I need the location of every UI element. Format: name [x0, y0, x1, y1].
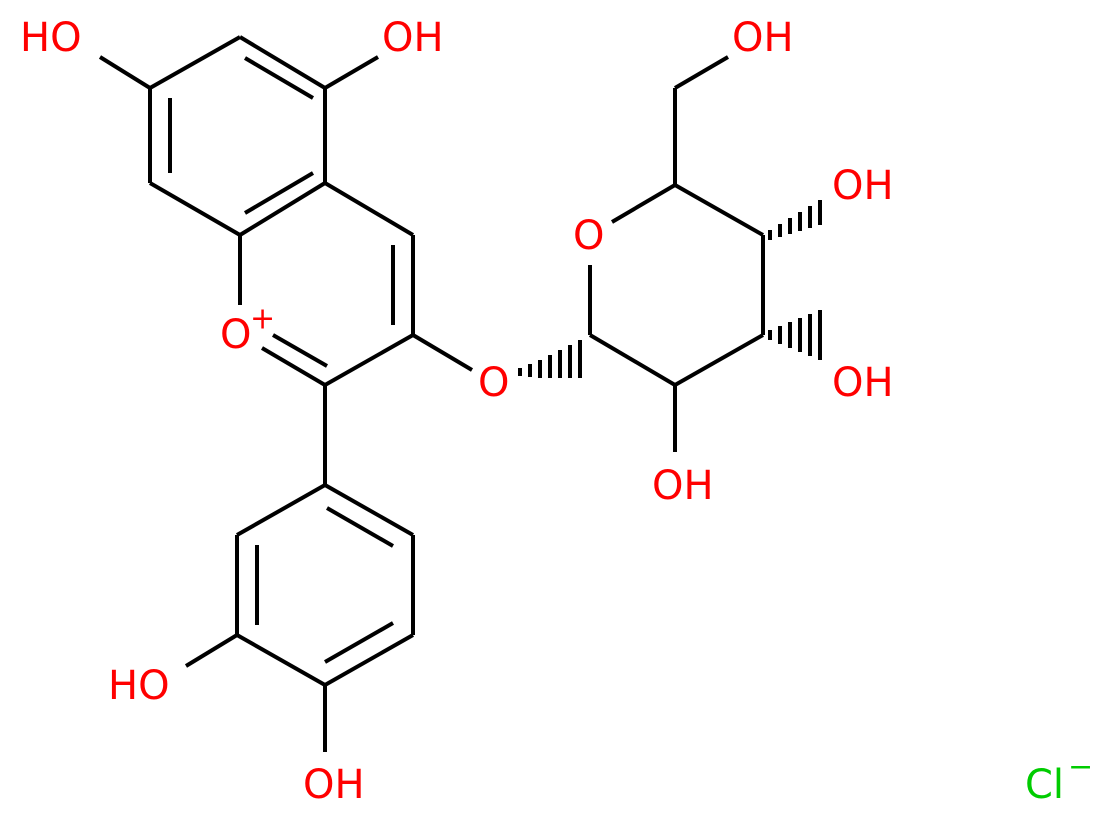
- bond-c4a-c8a-inner: [243, 171, 315, 215]
- bond-c2-c3: [324, 333, 414, 387]
- label-oh-bottom: OH: [303, 762, 365, 808]
- label-chloride-charge: −: [1068, 750, 1093, 785]
- hashed-wedge-c4-oh: [768, 200, 822, 240]
- bond-c4p-c5p: [324, 633, 414, 687]
- bond-c3s-c2s: [674, 333, 764, 387]
- bond-c6p-c1p: [324, 483, 414, 537]
- label-oh-sugar-lower-right: OH: [832, 360, 894, 406]
- bond-c6s-oh: [673, 55, 730, 90]
- bond-c5-oh: [323, 55, 380, 90]
- label-ho-bottom-left: HO: [108, 663, 170, 709]
- bond-c6p-c1p-inner: [326, 506, 394, 548]
- bond-c5s-c4s: [674, 183, 764, 237]
- label-oh-top-mid: OH: [382, 15, 444, 61]
- bond-c3p-oh: [184, 633, 239, 668]
- hashed-wedge-glycosidic: [518, 340, 582, 378]
- label-oh-sugar-bottom: OH: [652, 463, 714, 509]
- bond-c3-o-glyc: [411, 333, 474, 372]
- bond-c4a-c8a: [238, 181, 327, 237]
- bond-c7-c6: [149, 35, 241, 90]
- label-glycosidic-o: O: [478, 360, 509, 406]
- label-sugar-ring-o: O: [573, 213, 604, 259]
- label-oh-sugar-upper: OH: [832, 163, 894, 209]
- label-ho-top-left: HO: [20, 15, 82, 61]
- bond-c2s-c1s: [588, 333, 677, 387]
- bond-o1-c2: [260, 346, 327, 387]
- bond-c4-c4a: [323, 181, 415, 237]
- bond-c6-c5-inner: [243, 56, 315, 100]
- bond-c3p-c4p: [236, 633, 326, 687]
- b-ring-bonds: [235, 385, 415, 687]
- sugar-ring-bonds: [588, 183, 765, 387]
- hashed-wedge-c3-oh: [768, 310, 822, 360]
- label-oh-top-right: OH: [732, 15, 794, 61]
- c-ring-bonds: [238, 181, 415, 387]
- bond-c7-oh: [98, 55, 152, 90]
- bond-c8-c8a: [148, 181, 242, 237]
- bond-o5-c5s: [610, 183, 677, 224]
- label-chloride: Cl: [1025, 762, 1064, 808]
- label-ring-oxonium: O: [220, 312, 251, 358]
- bond-c6-c5: [238, 35, 327, 90]
- a-ring-bonds: [148, 35, 327, 237]
- bond-c1p-c2p: [236, 483, 326, 537]
- bond-c4p-c5p-inner: [324, 621, 394, 664]
- label-ring-oxonium-charge: +: [250, 302, 275, 337]
- bond-o1-c2-inner: [272, 333, 328, 368]
